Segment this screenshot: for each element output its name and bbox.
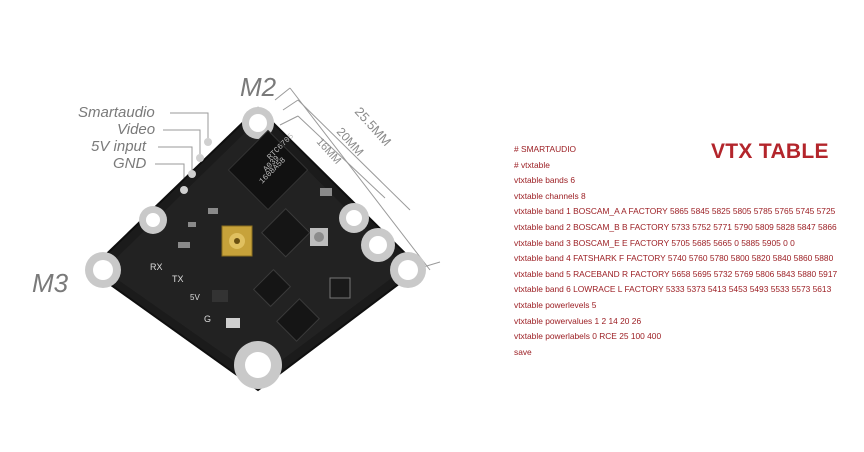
label-smartaudio: Smartaudio <box>78 104 155 121</box>
lower-chip <box>276 298 320 342</box>
vtx-table-lines: # SMARTAUDIO # vtxtable vtxtable bands 6 vt… <box>514 142 837 360</box>
label-5v-input: 5V input <box>91 138 147 155</box>
vtx-line: vtxtable band 5 RACEBAND R FACTORY 5658 … <box>514 268 838 279</box>
vtx-line: vtxtable band 2 BOSCAM_B B FACTORY 5733 … <box>514 221 837 232</box>
board-drawing: RTC6705 A039 1608A58 RX <box>85 87 441 392</box>
vtx-line: vtxtable channels 8 <box>514 190 586 201</box>
silk-g: G <box>204 314 211 324</box>
vtx-line: save <box>514 346 532 357</box>
dimension-lines <box>274 87 441 271</box>
silk-5v: 5V <box>190 293 200 302</box>
vtx-line: vtxtable band 4 FATSHARK F FACTORY 5740 … <box>514 253 834 264</box>
wire-pads <box>180 138 212 194</box>
vtx-table-title: VTX TABLE <box>711 140 829 163</box>
label-m3: M3 <box>32 268 69 298</box>
mounting-holes <box>85 107 426 389</box>
label-m2: M2 <box>240 72 277 102</box>
middle-chip <box>252 268 292 308</box>
vtx-line: vtxtable powervalues 1 2 14 20 26 <box>514 315 642 326</box>
rtc-chip <box>227 129 309 211</box>
vtx-line: vtxtable band 6 LOWRACE L FACTORY 5333 5… <box>514 284 832 295</box>
label-gnd: GND <box>113 155 147 172</box>
vtx-line: vtxtable powerlabels 0 RCE 25 100 400 <box>514 331 662 342</box>
vtx-line: vtxtable band 1 BOSCAM_A A FACTORY 5865 … <box>514 206 836 217</box>
vtx-line: # SMARTAUDIO <box>514 144 577 154</box>
vtx-line: vtxtable powerlevels 5 <box>514 299 597 310</box>
silk-tx: TX <box>172 274 184 284</box>
vtx-line: vtxtable bands 6 <box>514 175 575 186</box>
secondary-chip <box>260 207 311 258</box>
vtx-line: vtxtable band 3 BOSCAM_E E FACTORY 5705 … <box>514 237 795 248</box>
vtx-line: # vtxtable <box>514 159 550 170</box>
smd-components <box>178 188 351 328</box>
silk-rx: RX <box>150 262 163 272</box>
vtx-board-image: RTC6705 A039 1608A58 RX <box>32 72 441 392</box>
label-video: Video <box>117 121 156 138</box>
